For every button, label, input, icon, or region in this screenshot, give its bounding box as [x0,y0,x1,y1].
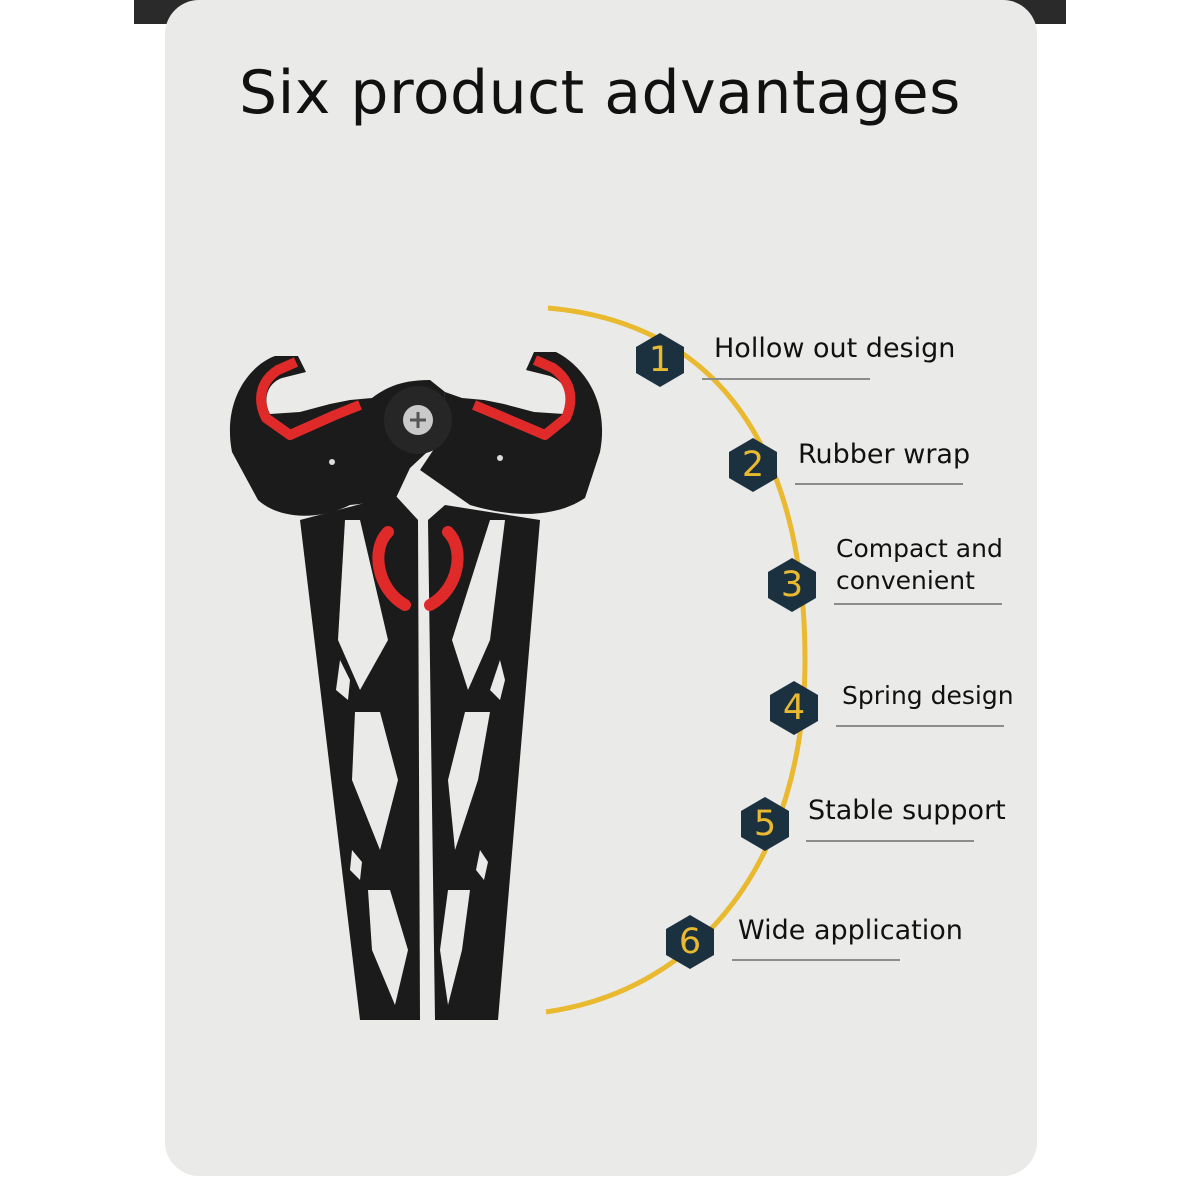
badge-number-3: 3 [780,565,804,605]
feature-label-1: Hollow out design [714,333,956,364]
feature-label-2: Rubber wrap [798,439,971,470]
badge-3-hexagon [768,558,816,612]
badge-number-5: 5 [753,804,777,844]
badge-4-hexagon [770,681,818,735]
feature-label-4: Spring design [842,681,1014,710]
badge-5-hexagon [741,797,789,851]
bow-stand-icon [229,352,603,1020]
feature-underline-2 [795,483,963,485]
feature-underline-1 [702,378,870,380]
page-title: Six product advantages [239,58,961,128]
feature-label-5: Stable support [808,795,1006,826]
badge-number-6: 6 [678,922,702,962]
feature-label-6: Wide application [738,915,963,946]
badge-number-2: 2 [741,445,765,485]
badge-6-hexagon [666,915,714,969]
badge-2-hexagon [729,438,777,492]
feature-label-3-line1: Compact and [836,534,1003,563]
badge-1-hexagon [636,333,684,387]
feature-underline-3 [834,603,1002,605]
feature-label-3-line2: convenient [836,566,975,595]
badge-number-4: 4 [782,688,806,728]
feature-underline-5 [806,840,974,842]
feature-underline-6 [732,959,900,961]
feature-underline-4 [836,725,1004,727]
badge-hexagons [636,333,818,969]
badge-number-1: 1 [648,340,672,380]
